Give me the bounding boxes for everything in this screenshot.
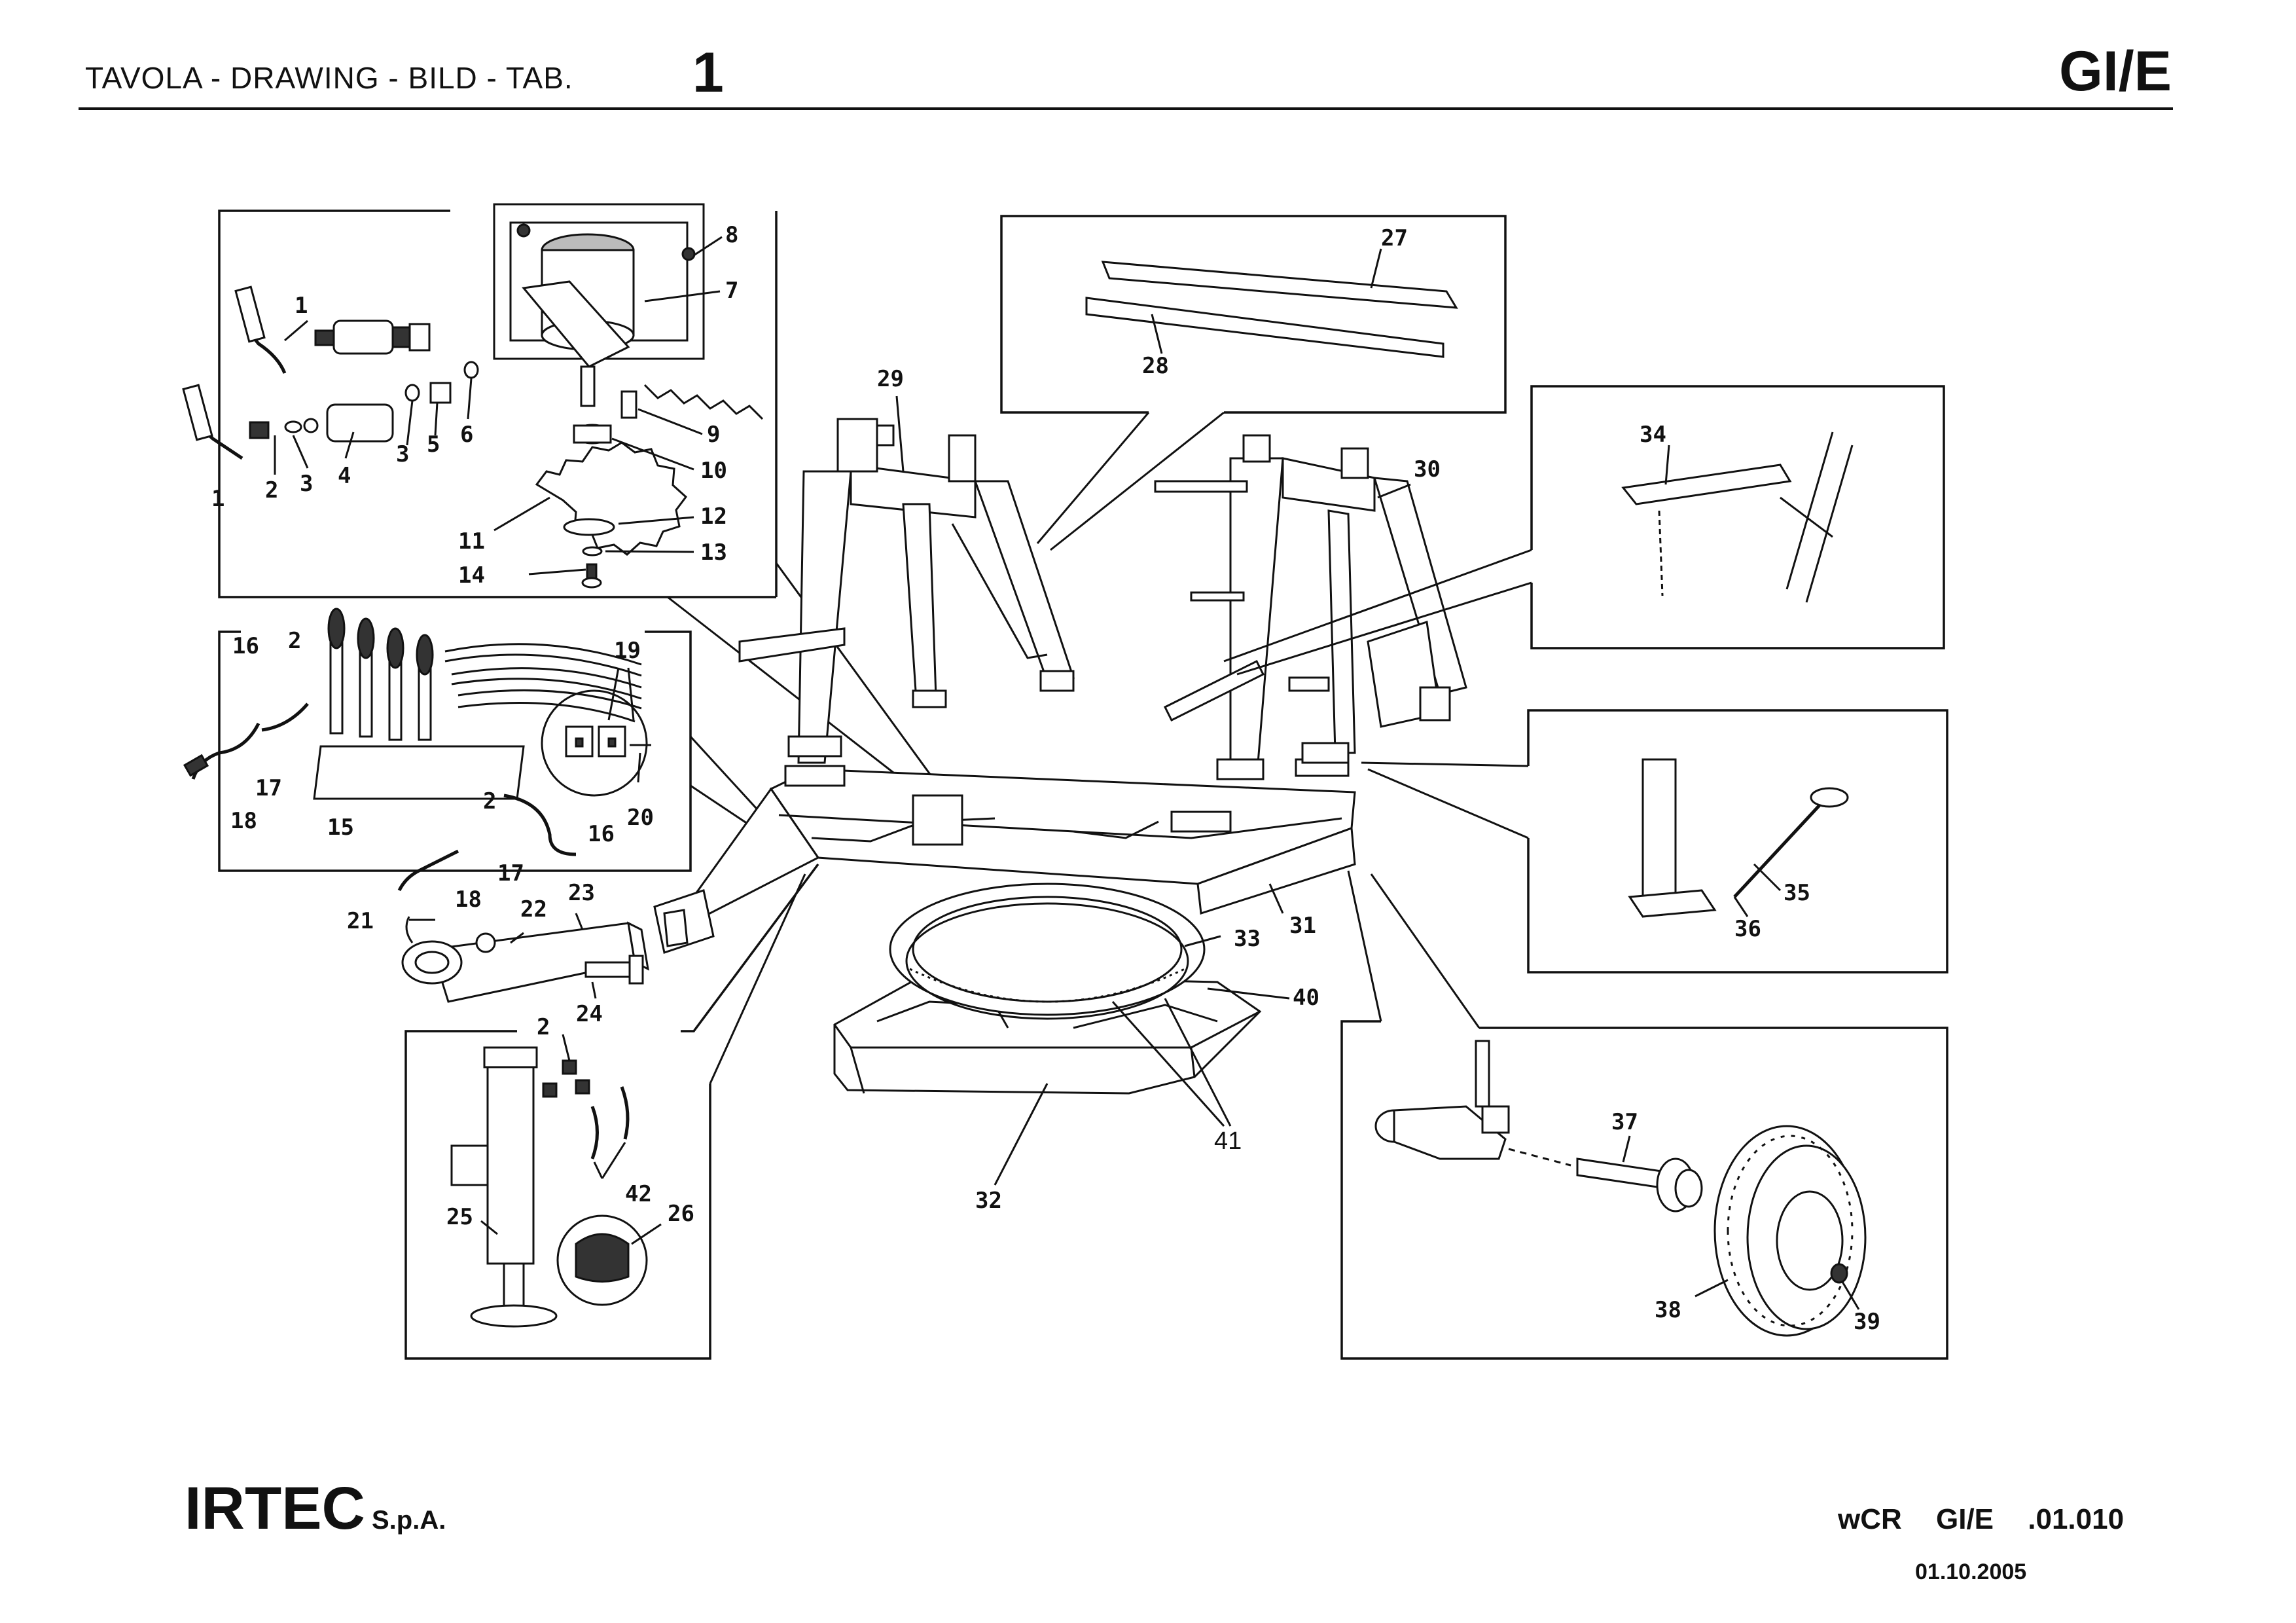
- callout-30: 30: [1414, 456, 1441, 483]
- callout-1a: 1: [295, 293, 308, 319]
- callout-13: 13: [700, 539, 727, 566]
- callout-32: 32: [975, 1188, 1002, 1214]
- callout-17a: 17: [255, 775, 282, 801]
- callout-18a: 18: [230, 808, 257, 834]
- detail-guide-rails: 27 28: [1000, 215, 1507, 551]
- callout-2d: 2: [537, 1014, 550, 1040]
- callout-6: 6: [460, 422, 473, 448]
- detail-locking-pin: 35 36: [1361, 709, 1948, 974]
- callout-1b: 1: [211, 486, 224, 512]
- callout-23: 23: [568, 880, 595, 906]
- callout-28: 28: [1142, 353, 1169, 379]
- callout-36: 36: [1734, 916, 1761, 942]
- callout-25: 25: [446, 1204, 473, 1230]
- header-rule: [79, 107, 2173, 110]
- callout-42: 42: [625, 1181, 652, 1207]
- slewing-ring-assembly: 33 40 41 32: [833, 883, 1319, 1214]
- table-number: 1: [692, 41, 724, 104]
- callout-16a: 16: [232, 633, 259, 659]
- valve-levers: [327, 608, 434, 741]
- callout-27: 27: [1381, 225, 1408, 251]
- callout-35: 35: [1784, 880, 1810, 906]
- callout-9: 9: [707, 422, 720, 448]
- callout-26: 26: [668, 1201, 694, 1227]
- callout-34: 34: [1640, 422, 1666, 448]
- callout-7: 7: [725, 278, 738, 304]
- callout-12: 12: [700, 503, 727, 530]
- callout-3a: 3: [300, 471, 313, 497]
- company-suffix: S.p.A.: [372, 1506, 446, 1535]
- document-date: 01.10.2005: [1915, 1559, 2027, 1584]
- detail-chain-holder: 34: [1223, 385, 1945, 676]
- callout-37: 37: [1611, 1109, 1638, 1135]
- callout-5: 5: [427, 431, 440, 458]
- callout-16b: 16: [588, 821, 615, 847]
- callout-8: 8: [725, 222, 738, 248]
- callout-18b: 18: [455, 886, 482, 913]
- main-trailer-frame: 29 30 31: [653, 366, 1467, 954]
- drawing-title: TAVOLA - DRAWING - BILD - TAB.: [85, 61, 573, 95]
- callout-41: 41: [1214, 1127, 1242, 1155]
- callout-33: 33: [1234, 926, 1261, 952]
- callout-4: 4: [338, 463, 351, 489]
- right-mast: [1154, 434, 1467, 780]
- callout-11: 11: [458, 528, 485, 555]
- callout-14: 14: [458, 562, 485, 589]
- callout-21: 21: [347, 908, 374, 934]
- left-mast: [738, 418, 1075, 764]
- detail-wheel-assembly: 37 38 39: [1340, 870, 1948, 1360]
- callout-19: 19: [614, 638, 641, 664]
- callout-38: 38: [1655, 1297, 1681, 1323]
- callout-17b: 17: [497, 860, 524, 886]
- group-code: GI/E: [2058, 40, 2172, 103]
- detail-tow-hitch: 21 22 23 24: [347, 880, 649, 1027]
- callout-31: 31: [1289, 913, 1316, 939]
- callout-2c: 2: [483, 788, 496, 814]
- callout-22: 22: [520, 896, 547, 922]
- callout-39: 39: [1854, 1309, 1880, 1335]
- callout-2b: 2: [288, 628, 301, 654]
- callout-24: 24: [576, 1001, 603, 1027]
- callout-15: 15: [327, 814, 354, 841]
- callout-20: 20: [627, 805, 654, 831]
- callout-40: 40: [1293, 985, 1319, 1011]
- callout-10: 10: [700, 458, 727, 484]
- company-name: IRTEC: [185, 1475, 365, 1542]
- callout-2a: 2: [265, 477, 278, 503]
- detail-control-valves: 16 2 19 17 18 15 2 20 16 17 18: [183, 608, 764, 913]
- callout-3b: 3: [396, 441, 409, 467]
- detail-jack-stand: 2 42 25 26: [404, 863, 819, 1360]
- callout-29: 29: [877, 366, 904, 392]
- document-code: wCR GI/E .01.010: [1838, 1503, 2125, 1535]
